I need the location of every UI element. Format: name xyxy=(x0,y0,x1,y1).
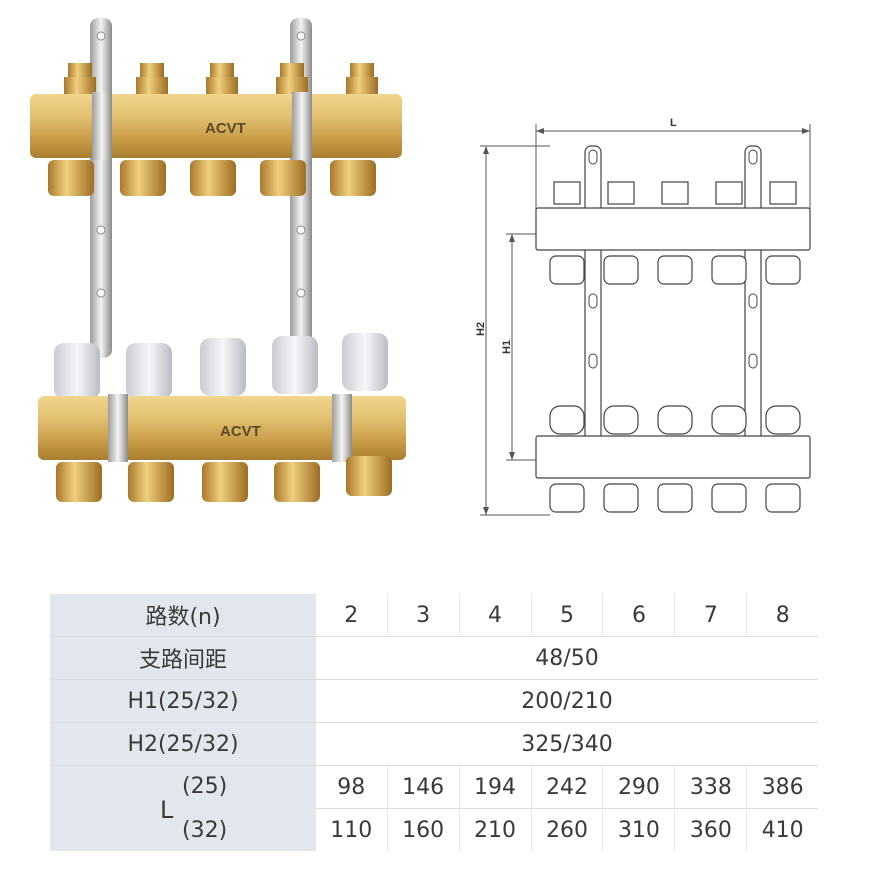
row-h1: H1(25/32) 200/210 xyxy=(50,679,818,723)
row-circuits: 路数(n) 2 3 4 5 6 7 8 xyxy=(50,594,818,637)
row-length-25: L (25) (32) 98 146 194 242 290 338 386 xyxy=(50,765,818,851)
circuits-value: 8 xyxy=(746,594,818,637)
bottom-manifold-bar: ACVT xyxy=(38,394,406,462)
row-length-32: 110 160 210 260 310 360 410 xyxy=(50,808,818,851)
length-32-value: 410 xyxy=(746,808,818,851)
length-32-value: 110 xyxy=(316,808,388,851)
dimension-label-H1: H1 xyxy=(501,340,513,354)
length-25-value: 242 xyxy=(530,765,603,809)
spec-table: 路数(n) 2 3 4 5 6 7 8 支路间距 48/50 H1(25/32)… xyxy=(50,594,818,851)
length-25-value: 98 xyxy=(316,765,388,809)
length-25-value: 386 xyxy=(746,765,818,809)
row-label-h1: H1(25/32) xyxy=(50,679,316,723)
length-32-value: 160 xyxy=(386,808,460,851)
length-sub-25: (25) xyxy=(182,774,228,799)
length-32-value: 360 xyxy=(674,808,747,851)
h1-value: 200/210 xyxy=(316,679,818,723)
row-branch-spacing: 支路间距 48/50 xyxy=(50,636,818,680)
dimension-label-L: L xyxy=(670,117,677,129)
circuits-value: 3 xyxy=(386,594,460,637)
top-valves xyxy=(64,63,378,95)
length-25-value: 338 xyxy=(674,765,747,809)
top-manifold-bar: ACVT xyxy=(30,92,402,160)
row-label-length: L (25) (32) xyxy=(50,765,316,851)
circuits-value: 6 xyxy=(602,594,675,637)
circuits-value: 7 xyxy=(674,594,747,637)
length-32-value: 310 xyxy=(602,808,675,851)
technical-drawing: L H2 H1 xyxy=(475,117,811,516)
length-32-value: 260 xyxy=(530,808,603,851)
row-label-branch-spacing: 支路间距 xyxy=(50,636,316,680)
length-label: L xyxy=(160,796,174,824)
branch-spacing-value: 48/50 xyxy=(316,636,818,680)
circuits-value: 5 xyxy=(530,594,603,637)
circuits-value: 4 xyxy=(458,594,532,637)
circuits-value: 2 xyxy=(344,602,359,628)
bottom-fittings xyxy=(56,456,392,502)
length-sub-32: (32) xyxy=(182,818,228,843)
row-h2: H2(25/32) 325/340 xyxy=(50,722,818,766)
length-25-value: 194 xyxy=(458,765,532,809)
length-32-value: 210 xyxy=(458,808,532,851)
brand-logo-top: ACVT xyxy=(205,120,246,137)
brand-logo-bottom: ACVT xyxy=(220,423,261,440)
row-label-circuits: 路数(n) xyxy=(50,594,316,637)
row-label-h2: H2(25/32) xyxy=(50,722,316,766)
length-25-value: 290 xyxy=(602,765,675,809)
length-25-value: 146 xyxy=(386,765,460,809)
bottom-valve-caps xyxy=(54,333,388,399)
top-fittings xyxy=(48,160,376,196)
h2-value: 325/340 xyxy=(316,722,818,766)
dimension-label-H2: H2 xyxy=(475,322,487,336)
manifold-photo: ACVT ACVT xyxy=(30,18,406,502)
